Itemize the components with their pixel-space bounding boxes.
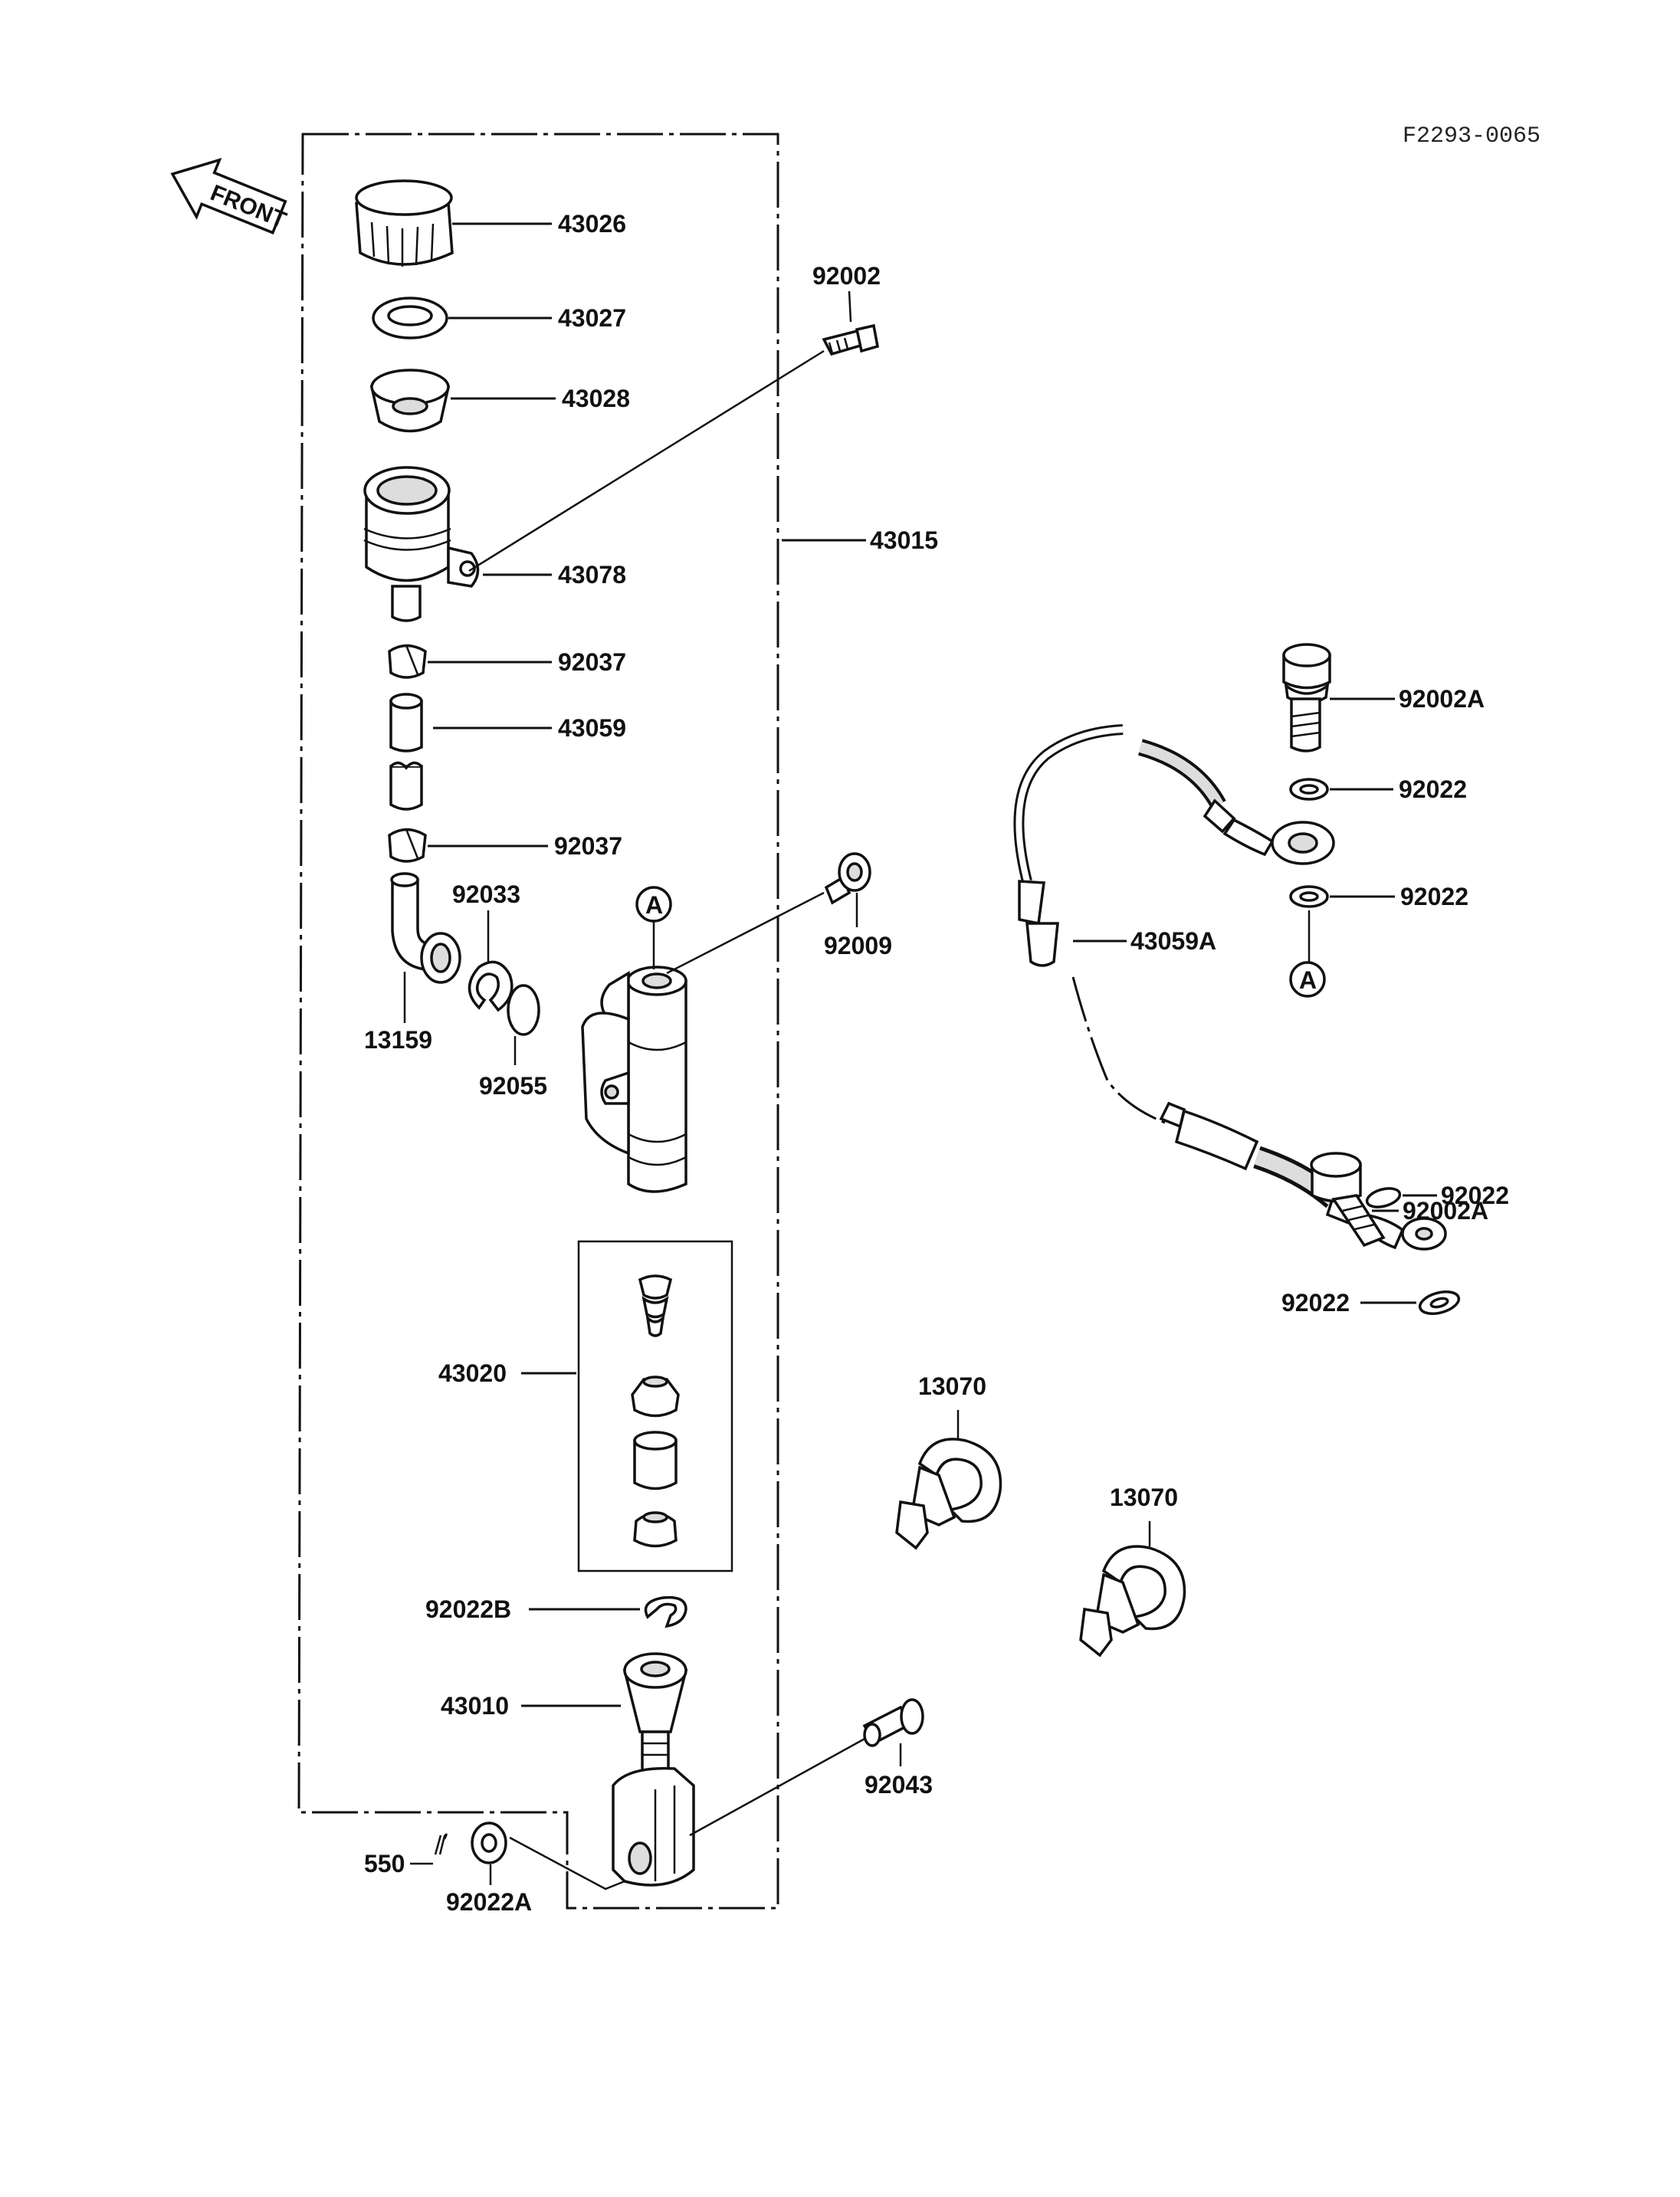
brake-hose-icon	[1013, 724, 1447, 1251]
callout-a-left-text: A	[645, 891, 663, 919]
piston-kit-box	[577, 1240, 733, 1572]
washer-top-1-icon	[1289, 778, 1329, 801]
diaphragm-plate-icon	[372, 297, 448, 339]
assembly-outline-43015	[297, 133, 779, 1910]
callout-a-right-text: A	[1299, 966, 1317, 994]
label-43015: 43015	[870, 526, 938, 554]
label-92033: 92033	[452, 880, 520, 908]
hose-clamp-upper-icon	[388, 644, 427, 679]
label-92022B: 92022B	[425, 1595, 511, 1623]
label-43026: 43026	[558, 210, 626, 238]
reservoir-hose-icon	[389, 693, 423, 811]
washer-92022a-icon	[471, 1822, 507, 1864]
label-92037-lower: 92037	[554, 832, 622, 860]
label-43059: 43059	[558, 714, 626, 742]
label-92002A-top: 92002A	[1399, 685, 1485, 713]
reservoir-icon	[363, 466, 480, 622]
label-43059A: 43059A	[1130, 927, 1216, 955]
callout-a-right	[1289, 961, 1326, 998]
label-92002A-middle: 92002A	[1403, 1197, 1488, 1225]
washer-top-2-icon	[1289, 885, 1329, 908]
label-92043: 92043	[865, 1771, 933, 1799]
reservoir-cap-icon	[355, 179, 454, 267]
push-rod-icon	[612, 1652, 695, 1887]
label-92022-top-2: 92022	[1400, 883, 1468, 910]
cotter-pin-icon	[434, 1833, 448, 1855]
label-43020: 43020	[438, 1359, 507, 1387]
diaphragm-icon	[369, 369, 451, 433]
label-43028: 43028	[562, 385, 630, 412]
label-92009: 92009	[824, 932, 892, 959]
label-92022-middle-1: 92022	[1441, 1182, 1509, 1209]
clevis-pin-icon	[862, 1698, 924, 1747]
hose-clamp-13070-a-icon	[895, 1438, 1002, 1550]
circlip-92033-icon	[468, 960, 514, 1012]
circlip-92022b-icon	[644, 1595, 687, 1628]
label-550: 550	[364, 1850, 405, 1877]
hose-clamp-13070-b-icon	[1079, 1545, 1186, 1658]
master-cylinder-body-icon	[581, 966, 687, 1193]
label-92002: 92002	[812, 262, 881, 290]
banjo-bolt-middle-icon	[1310, 1152, 1386, 1248]
label-43027: 43027	[558, 304, 626, 332]
label-13070-b: 13070	[1110, 1484, 1178, 1511]
label-92022A: 92022A	[446, 1888, 532, 1916]
banjo-bolt-top-icon	[1282, 643, 1331, 753]
label-92022-top-1: 92022	[1399, 776, 1467, 803]
label-13070-a: 13070	[918, 1372, 986, 1400]
o-ring-92055-icon	[507, 984, 540, 1036]
label-43078: 43078	[558, 561, 626, 589]
hose-clamp-lower-icon	[388, 828, 427, 863]
label-13159: 13159	[364, 1026, 432, 1054]
washer-middle-2-icon	[1418, 1290, 1461, 1315]
hose-fitting-icon	[390, 872, 461, 984]
screw-92002-icon	[822, 323, 880, 356]
label-92055: 92055	[479, 1072, 547, 1100]
label-92037-upper: 92037	[558, 648, 626, 676]
piston-kit-icon	[631, 1274, 680, 1548]
drawing-reference: F2293-0065	[1403, 123, 1541, 149]
washer-middle-1-icon	[1365, 1187, 1402, 1208]
label-92022-middle-2: 92022	[1281, 1289, 1350, 1317]
front-arrow-icon: FRONT	[170, 158, 290, 234]
bolt-92009-icon	[824, 852, 871, 905]
label-43010: 43010	[441, 1692, 509, 1720]
